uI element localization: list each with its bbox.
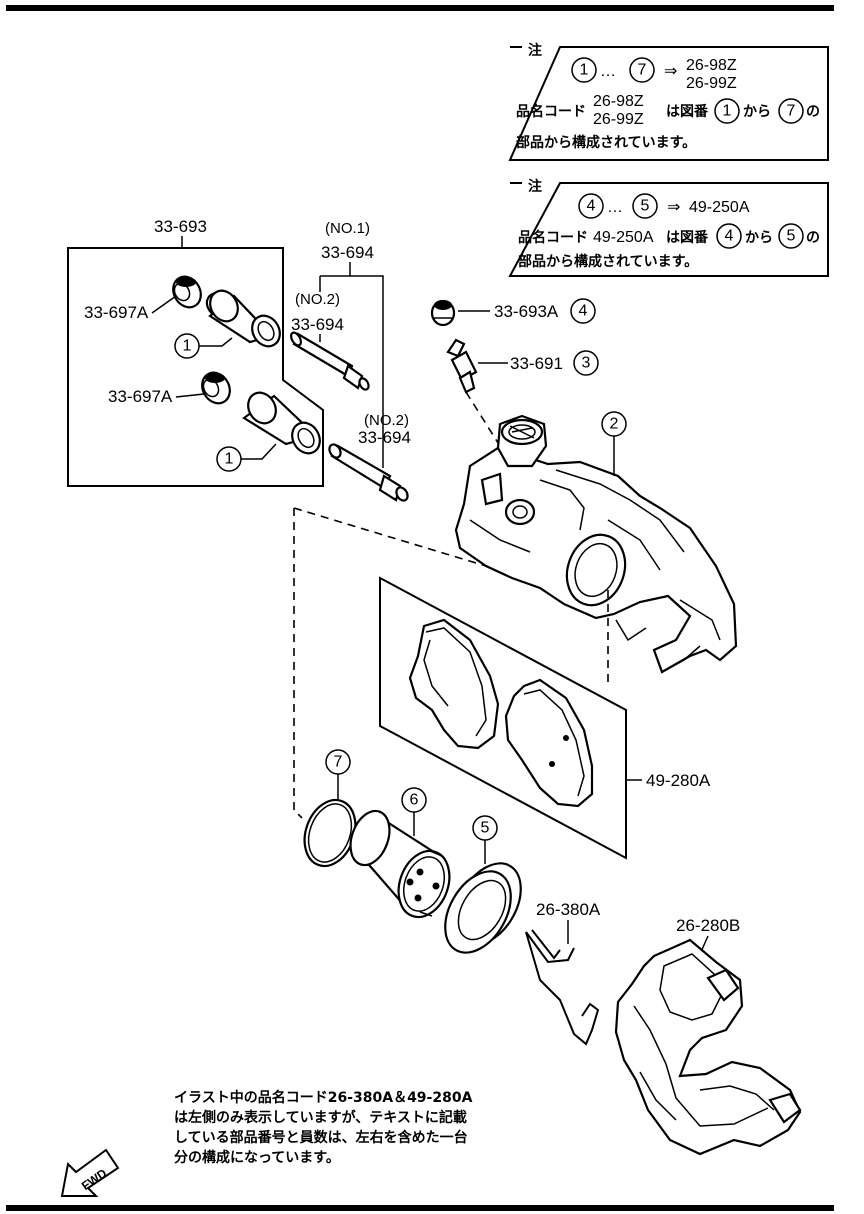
note-box-2: 注 4 … 5 ⇒ 49-250A 品名コード 49-250A は図番 4 から… bbox=[508, 178, 829, 277]
piston bbox=[349, 809, 451, 919]
note1-line2-to: 7 bbox=[787, 103, 796, 120]
sleeve-lower bbox=[242, 391, 321, 455]
kit-33-693-group: 33-693 33-697A 33-697A bbox=[67, 217, 324, 487]
fwd-label: FWD bbox=[79, 1166, 110, 1193]
note1-range-sep: … bbox=[600, 63, 616, 80]
fwd-arrow-icon: FWD bbox=[60, 1148, 120, 1197]
note2-line2-code: 49-250A bbox=[593, 229, 654, 246]
note1-line2-code-1: 26-98Z bbox=[593, 93, 644, 110]
footnote-line-3: している部品番号と員数は、左右を含めた一台 bbox=[174, 1129, 468, 1146]
label-33-694-no2-lower: 33-694 bbox=[358, 428, 411, 447]
anti-rattle-spring bbox=[525, 929, 600, 1046]
note1-line2-kara: から bbox=[743, 104, 771, 120]
footnote: イラスト中の品名コード26-380A＆49-280A は左側のみ表示していますが… bbox=[174, 1089, 473, 1166]
note2-range-sep: … bbox=[607, 199, 623, 216]
label-no2-lower: (NO.2) bbox=[364, 412, 409, 429]
label-33-694-no2-upper: 33-694 bbox=[291, 315, 344, 334]
note1-range-from: 1 bbox=[580, 62, 589, 79]
label-33-697a-lower: 33-697A bbox=[108, 387, 173, 406]
note1-line2-from: 1 bbox=[723, 103, 732, 120]
footnote-line-1: イラスト中の品名コード26-380A＆49-280A bbox=[174, 1089, 473, 1106]
note2-range-to: 5 bbox=[641, 198, 650, 215]
note2-line2-no: の bbox=[806, 230, 820, 246]
label-26-380a: 26-380A bbox=[536, 900, 601, 919]
callout-7: 7 bbox=[334, 754, 343, 771]
callout-6: 6 bbox=[410, 792, 419, 809]
callout-1-upper: 1 bbox=[183, 338, 192, 355]
note2-line2-mid: は図番 bbox=[666, 229, 709, 246]
footnote-line-4: 分の構成になっています。 bbox=[174, 1149, 340, 1166]
callout-2: 2 bbox=[610, 416, 619, 433]
note2-arrow: ⇒ bbox=[667, 199, 680, 216]
note2-range-from: 4 bbox=[587, 198, 596, 215]
note2-line2-kara: から bbox=[745, 230, 773, 246]
label-no1: (NO.1) bbox=[325, 220, 370, 237]
label-33-697a-upper: 33-697A bbox=[84, 303, 149, 322]
label-26-280b: 26-280B bbox=[676, 916, 740, 935]
callout-4: 4 bbox=[579, 303, 588, 320]
note1-line2-no: の bbox=[806, 104, 820, 120]
guide-pin-upper bbox=[289, 331, 370, 391]
guide-pin-lower bbox=[328, 443, 409, 502]
note2-header: 注 bbox=[528, 178, 542, 195]
label-49-280a: 49-280A bbox=[646, 771, 711, 790]
label-33-693: 33-693 bbox=[154, 217, 207, 236]
label-33-694-no1: 33-694 bbox=[321, 243, 374, 262]
caliper-body bbox=[454, 414, 738, 674]
note1-line2-mid: は図番 bbox=[666, 103, 709, 120]
note2-line2-from: 4 bbox=[725, 228, 734, 245]
note1-line2-code-2: 26-99Z bbox=[593, 111, 644, 128]
brake-pads-49-280a bbox=[379, 576, 627, 860]
label-no2-upper: (NO.2) bbox=[295, 291, 340, 308]
note1-arrow: ⇒ bbox=[664, 63, 677, 80]
note2-line2-to: 5 bbox=[787, 228, 796, 245]
note2-line2-prefix: 品名コード bbox=[518, 229, 588, 246]
callout-1-lower: 1 bbox=[225, 451, 234, 468]
callout-5: 5 bbox=[481, 820, 490, 837]
note2-code: 49-250A bbox=[689, 199, 750, 216]
callout-3: 3 bbox=[582, 355, 591, 372]
note1-line2-prefix: 品名コード bbox=[516, 103, 586, 120]
note1-code-2: 26-99Z bbox=[686, 75, 737, 92]
note2-line3: 部品から構成されています。 bbox=[518, 253, 698, 270]
note1-line3: 部品から構成されています。 bbox=[516, 134, 696, 151]
bleeder-screw-33-691 bbox=[446, 338, 478, 394]
note-box-1: 注 1 … 7 ⇒ 26-98Z 26-99Z 品名コード 26-98Z 26-… bbox=[508, 42, 829, 161]
piston-boot bbox=[444, 862, 522, 954]
note1-code-1: 26-98Z bbox=[686, 57, 737, 74]
label-33-691: 33-691 bbox=[510, 354, 563, 373]
boot-33-697a-upper bbox=[172, 275, 202, 309]
guide-pins-group: (NO.1) 33-694 (NO.2) 33-694 (NO.2) 33-69… bbox=[289, 220, 411, 502]
caliper-bracket bbox=[614, 938, 802, 1156]
label-33-693a: 33-693A bbox=[494, 302, 559, 321]
note1-range-to: 7 bbox=[638, 62, 647, 79]
note1-header: 注 bbox=[528, 42, 542, 59]
boot-33-697a-lower bbox=[201, 371, 231, 405]
dust-cap-33-693a bbox=[430, 299, 456, 327]
footnote-line-2: は左側のみ表示していますが、テキストに記載 bbox=[174, 1109, 467, 1126]
sleeve-upper bbox=[205, 289, 281, 348]
